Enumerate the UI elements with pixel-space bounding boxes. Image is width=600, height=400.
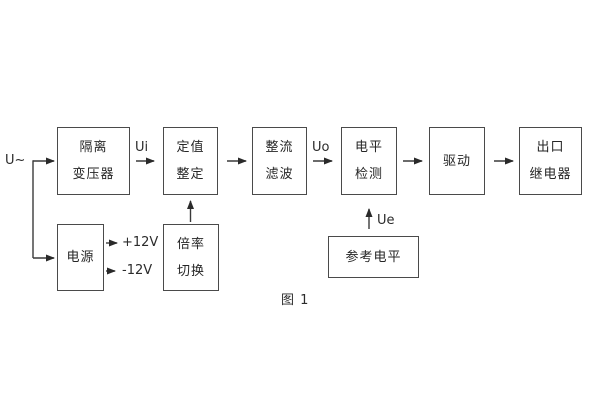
block-label: 整流 <box>265 140 294 155</box>
block-label: 检测 <box>354 167 383 182</box>
block-label: 电源 <box>66 250 95 265</box>
block-isolation-transformer: 隔离 变压器 <box>57 127 130 195</box>
block-label: 出口 <box>536 140 565 155</box>
block-label: 驱动 <box>442 153 471 169</box>
signal-label-ue: Ue <box>377 213 395 228</box>
block-label: 整定 <box>176 167 205 182</box>
block-label: 定值 <box>176 140 205 155</box>
input-voltage-label: U~ <box>5 153 26 168</box>
block-rectifier-filter: 整流 滤波 <box>252 127 307 195</box>
block-power-supply: 电源 <box>57 224 104 291</box>
block-label: 变压器 <box>72 167 115 182</box>
block-setpoint-adjust: 定值 整定 <box>163 127 218 195</box>
power-output-positive-label: +12V <box>122 235 159 250</box>
signal-label-uo: Uo <box>312 140 330 155</box>
block-label: 滤波 <box>265 167 294 182</box>
block-output-relay: 出口 继电器 <box>519 127 582 195</box>
signal-label-ui: Ui <box>135 140 149 155</box>
block-driver: 驱动 <box>429 127 485 195</box>
block-reference-level: 参考电平 <box>328 236 419 278</box>
block-label: 参考电平 <box>345 249 402 265</box>
figure-caption: 图 1 <box>281 293 310 308</box>
block-label: 隔离 <box>79 140 108 155</box>
block-ratio-switch: 倍率 切换 <box>163 224 219 291</box>
block-label: 电平 <box>354 140 383 155</box>
block-level-detector: 电平 检测 <box>341 127 397 195</box>
block-label: 切换 <box>176 263 205 279</box>
block-label: 倍率 <box>176 236 205 252</box>
block-label: 继电器 <box>529 167 572 182</box>
power-output-negative-label: -12V <box>122 263 153 278</box>
